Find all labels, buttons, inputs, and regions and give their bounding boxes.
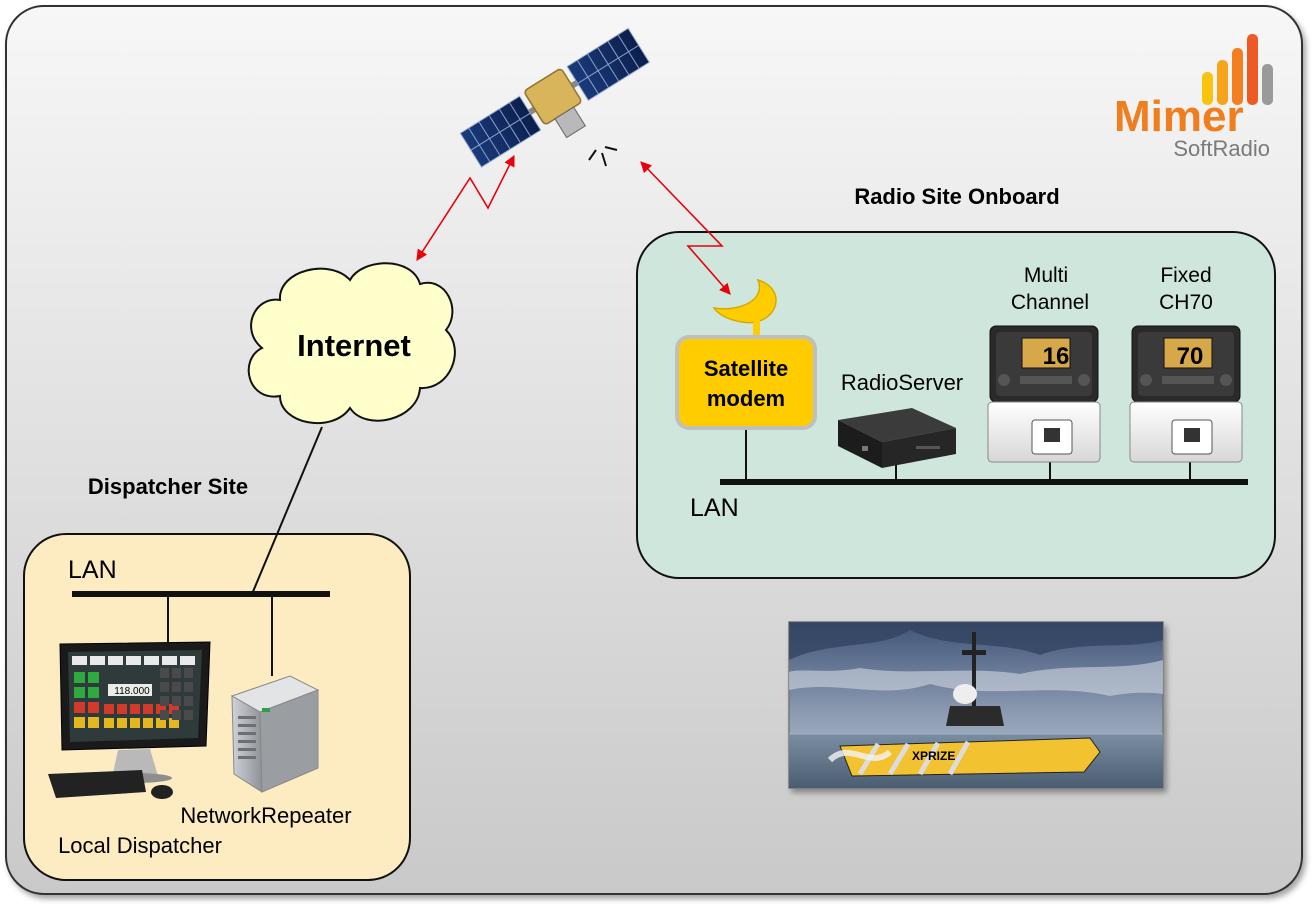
onboard-group-title: Radio Site Onboard bbox=[854, 184, 1059, 209]
radio1-label-line2: Channel bbox=[1011, 291, 1089, 314]
satellite-icon bbox=[459, 27, 651, 168]
local-dispatcher-label: Local Dispatcher bbox=[58, 833, 222, 858]
radioserver-device-icon bbox=[838, 408, 956, 468]
radio2-display: 70 bbox=[1177, 343, 1204, 370]
modem-label-line2: modem bbox=[707, 386, 785, 411]
dispatcher-computer-icon: 118.000 bbox=[48, 641, 211, 799]
radio1-device-icon: 16 bbox=[987, 325, 1101, 463]
radio2-label-line2: CH70 bbox=[1159, 291, 1213, 314]
network-repeater-label: NetworkRepeater bbox=[180, 803, 351, 828]
internet-label: Internet bbox=[297, 328, 411, 363]
dispatcher-screen-value: 118.000 bbox=[114, 686, 150, 697]
logo-subtitle: SoftRadio bbox=[1173, 136, 1270, 161]
network-repeater-icon bbox=[230, 675, 320, 793]
signal-bars-icon bbox=[1202, 34, 1273, 105]
onboard-lan-label: LAN bbox=[690, 494, 739, 522]
radio2-label-line1: Fixed bbox=[1160, 264, 1211, 287]
mimer-logo: Mimer SoftRadio bbox=[1114, 34, 1273, 161]
radioserver-label: RadioServer bbox=[841, 370, 963, 395]
radio-link-internet-satellite bbox=[416, 154, 515, 261]
vessel-hull-text: XPRIZE bbox=[912, 749, 955, 763]
satellite-dish-icon bbox=[712, 278, 777, 338]
vessel-photo: XPRIZE bbox=[788, 621, 1164, 789]
radio1-display: 16 bbox=[1043, 343, 1070, 370]
satellite-modem: Satellite modem bbox=[675, 335, 817, 430]
modem-label-line1: Satellite bbox=[704, 356, 788, 381]
internet-uplink-line bbox=[251, 426, 323, 595]
radio-link-satellite-modem bbox=[640, 161, 731, 295]
onboard-group-box bbox=[636, 231, 1276, 579]
dispatcher-lan-label: LAN bbox=[68, 556, 117, 584]
dispatcher-group-title: Dispatcher Site bbox=[88, 474, 248, 499]
radio1-label-line1: Multi bbox=[1024, 264, 1068, 287]
internet-cloud: Internet bbox=[247, 262, 456, 424]
logo-word: Mimer bbox=[1114, 92, 1244, 141]
radio2-device-icon: 70 bbox=[1129, 325, 1243, 463]
